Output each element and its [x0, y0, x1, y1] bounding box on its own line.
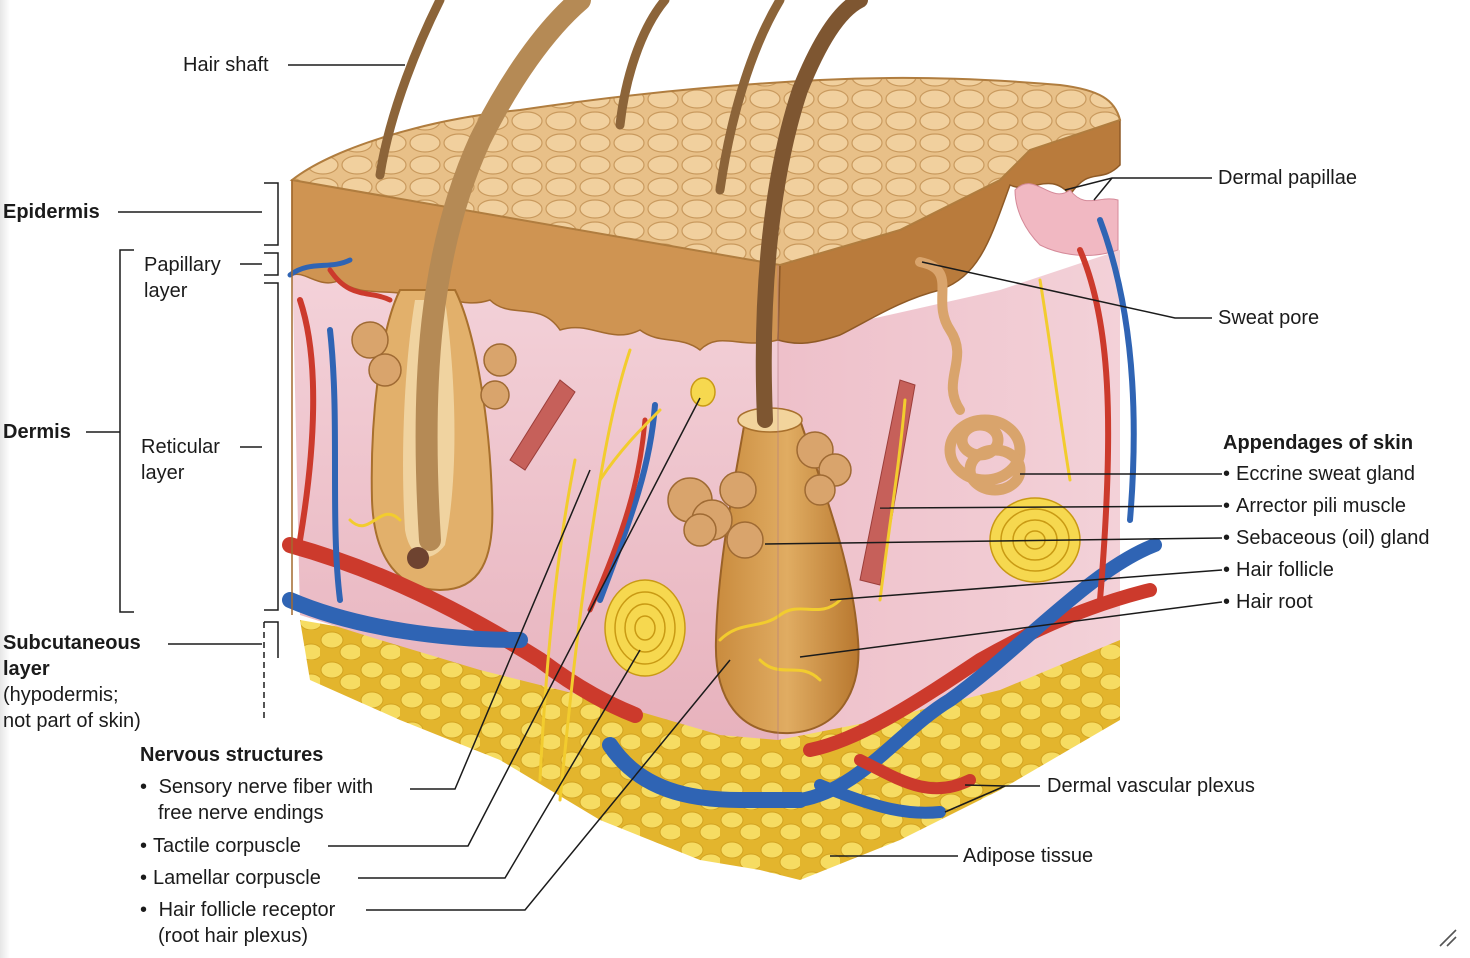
- tactile-corpuscle-label: Tactile corpuscle: [140, 833, 301, 859]
- dermal-papillae-shape: [1014, 183, 1119, 256]
- dermal-papillae-label: Dermal papillae: [1218, 167, 1357, 189]
- arrector-pili-muscle-label: Arrector pili muscle: [1223, 493, 1406, 519]
- nerve-fibers: [348, 278, 1072, 802]
- leader-lines: [86, 64, 1223, 911]
- adipose-tissue-label: Adipose tissue: [963, 845, 1094, 867]
- hair-follicle-label: Hair follicle: [1223, 557, 1334, 583]
- hair-follicle-receptor-label: Hair follicle receptor(root hair plexus): [140, 897, 335, 949]
- tactile-corpuscle: [690, 377, 716, 407]
- sweat-pore-label: Sweat pore: [1218, 307, 1320, 329]
- window-edge-shade: [0, 0, 10, 958]
- hair-shafts: [375, 0, 868, 551]
- resize-grip-icon[interactable]: [1436, 926, 1458, 948]
- sebaceous-glands: [351, 321, 852, 559]
- nervous-structures-heading: Nervous structures: [140, 744, 324, 766]
- sweat-duct: [915, 257, 965, 415]
- epidermis-side: [777, 118, 1121, 345]
- lamellar-corpuscle-label: Lamellar corpuscle: [140, 865, 321, 891]
- hair-root-label: Hair root: [1223, 589, 1313, 615]
- dermis-label: Dermis: [3, 421, 71, 443]
- dermis-side: [778, 250, 1120, 740]
- sebaceous-gland-label: Sebaceous (oil) gland: [1223, 525, 1429, 551]
- eccrine-sweat-gland-label: Eccrine sweat gland: [1223, 461, 1415, 487]
- hair-shaft-label: Hair shaft: [183, 54, 269, 76]
- dermal-vascular-plexus-label: Dermal vascular plexus: [1047, 775, 1255, 797]
- appendages-heading: Appendages of skin: [1223, 432, 1414, 454]
- eccrine-sweat-gland-coil: [944, 414, 1026, 496]
- hypodermis-note-label: (hypodermis;not part of skin): [3, 684, 141, 732]
- arrector-pili-muscle-left: [509, 379, 576, 471]
- blood-vessels: [282, 217, 1162, 819]
- epidermis-label: Epidermis: [3, 201, 100, 223]
